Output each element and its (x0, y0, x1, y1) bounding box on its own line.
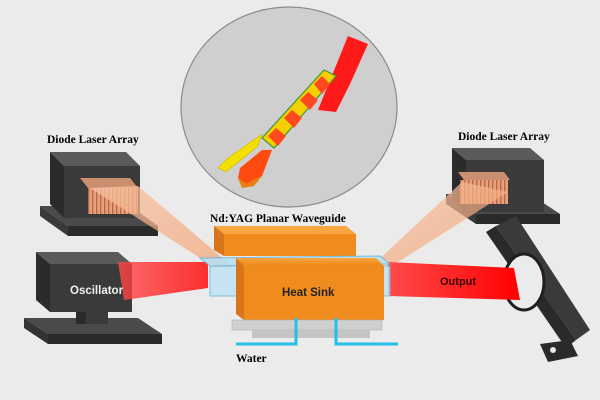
pump-beam-left (90, 186, 232, 268)
inset-waveguide-slab (261, 69, 337, 149)
oscillator (24, 252, 162, 344)
waveguide-assembly (198, 226, 392, 338)
label-water: Water (236, 353, 267, 365)
label-heat-sink: Heat Sink (282, 287, 335, 299)
water-pipes (236, 318, 398, 346)
pump-beam-right (376, 182, 508, 266)
label-oscillator: Oscillator (70, 285, 124, 297)
inset-output-beam (318, 36, 368, 112)
diode-array-left (40, 152, 232, 268)
diode-array-right (376, 148, 560, 266)
label-diode-array-right: Diode Laser Array (458, 131, 550, 143)
water-pipe-left (236, 318, 298, 346)
inset-lower-beam (238, 150, 272, 184)
inset-seed-beam (217, 133, 263, 173)
output-beam (388, 262, 520, 300)
water-pipe-right (334, 318, 398, 346)
seed-beam (118, 262, 208, 300)
inset-magnifier (180, 6, 398, 208)
label-diode-array-left: Diode Laser Array (47, 134, 139, 146)
label-waveguide: Nd:YAG Planar Waveguide (210, 213, 346, 225)
label-output: Output (440, 276, 476, 288)
heat-sink (244, 266, 384, 320)
